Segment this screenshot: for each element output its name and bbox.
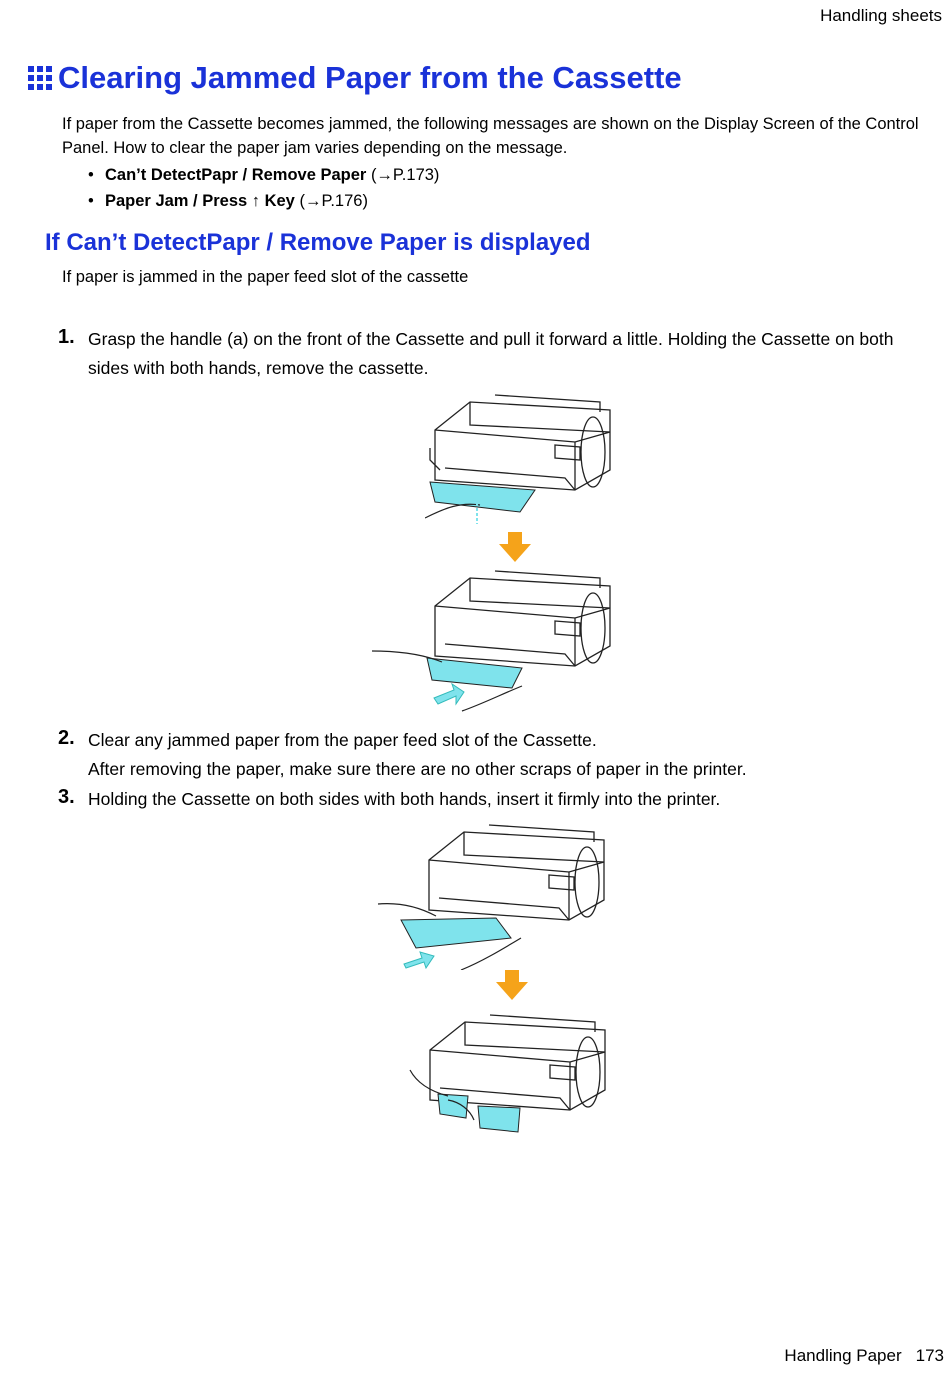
intro-paragraph: If paper from the Cassette becomes jamme…: [62, 115, 919, 157]
step-text: Holding the Cassette on both sides with …: [88, 789, 721, 809]
step-number: 2.: [58, 727, 75, 749]
page-footer: Handling Paper 173: [784, 1346, 944, 1366]
page-number: 173: [915, 1346, 944, 1365]
printer-illustration: [425, 394, 611, 524]
message-name: Can’t DetectPapr / Remove Paper: [105, 166, 367, 184]
printer-illustration: [409, 1014, 606, 1133]
list-item: •Paper Jam / Press ↑ Key (→P.176): [88, 192, 368, 210]
page-title: Clearing Jammed Paper from the Cassette: [58, 60, 682, 95]
down-arrow-icon: [499, 532, 531, 562]
step-number: 1.: [58, 326, 75, 348]
running-header: Handling sheets: [820, 6, 942, 25]
step-note: After removing the paper, make sure ther…: [88, 759, 747, 779]
printer-illustration: [372, 570, 611, 712]
down-arrow-icon: [496, 970, 528, 1000]
page-reference-link[interactable]: (→P.173): [370, 166, 440, 184]
footer-section: Handling Paper: [784, 1346, 902, 1365]
section-heading: If Can’t DetectPapr / Remove Paper is di…: [45, 229, 591, 256]
step-number: 3.: [58, 786, 75, 808]
message-list: •Can’t DetectPapr / Remove Paper (→P.173…: [88, 162, 439, 214]
step-text: Grasp the handle (a) on the front of the…: [88, 329, 894, 378]
page-reference-link[interactable]: (→P.176): [299, 192, 368, 210]
grid-icon: [28, 66, 52, 90]
list-item: •Can’t DetectPapr / Remove Paper (→P.173…: [88, 166, 440, 184]
printer-illustration: [377, 824, 605, 970]
step-text: Clear any jammed paper from the paper fe…: [88, 730, 597, 750]
message-name: Paper Jam / Press ↑ Key: [105, 192, 295, 210]
section-subtitle: If paper is jammed in the paper feed slo…: [62, 268, 469, 286]
page-title-row: Clearing Jammed Paper from the Cassette: [27, 60, 682, 96]
